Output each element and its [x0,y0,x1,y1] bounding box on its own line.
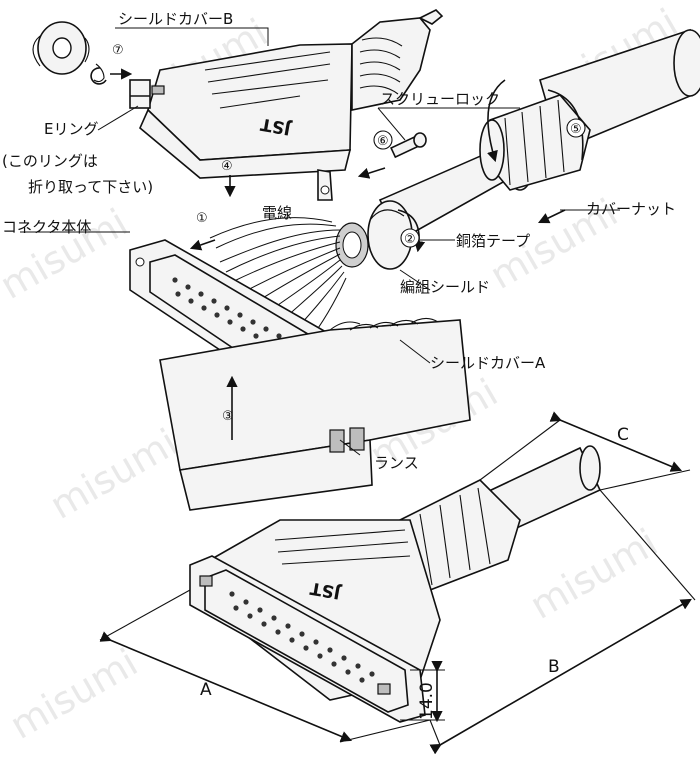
label-braided-shield: 編組シールド [400,278,490,296]
step-6: ⑥ [377,134,389,149]
label-e-ring-note-2: 折り取って下さい) [28,178,153,196]
label-e-ring: Eリング [44,120,98,138]
watermark: misumi [0,200,135,308]
label-connector-body: コネクタ本体 [2,218,91,236]
watermark: misumi [3,640,145,748]
e-ring-part [32,21,105,83]
label-shield-cover-b: シールドカバーB [118,10,233,28]
dim-a: A [200,680,212,700]
dim-height: 14.0 [417,682,437,720]
label-shield-cover-a: シールドカバーA [430,354,546,372]
step-3: ③ [222,409,234,424]
label-cover-nut: カバーナット [586,200,676,218]
shield-cover-b: JST [129,9,444,201]
watermark: misumi [523,520,665,628]
label-copper-foil-tape: 銅箔テープ [456,232,530,250]
screw-lock-part [390,132,427,159]
dimension-lines [99,411,696,755]
label-lance: ランス [374,454,419,472]
shield-cover-a [159,317,471,511]
e-ring-clip [90,67,107,85]
label-wire: 電線 [262,204,292,222]
step-7: ⑦ [112,43,124,58]
label-e-ring-note-1: (このリングは [2,152,98,170]
cover-nut-part [479,79,591,191]
step-2: ② [404,232,416,247]
dim-b: B [548,657,560,677]
watermark: misumi [43,420,185,528]
step-5: ⑤ [570,122,582,137]
braided-shield-part [335,222,369,268]
dim-c: C [617,425,629,445]
label-screw-lock: スクリューロック [380,90,500,108]
step-4: ④ [221,159,233,174]
leader-lines [20,27,620,456]
step-1: ① [196,211,208,226]
